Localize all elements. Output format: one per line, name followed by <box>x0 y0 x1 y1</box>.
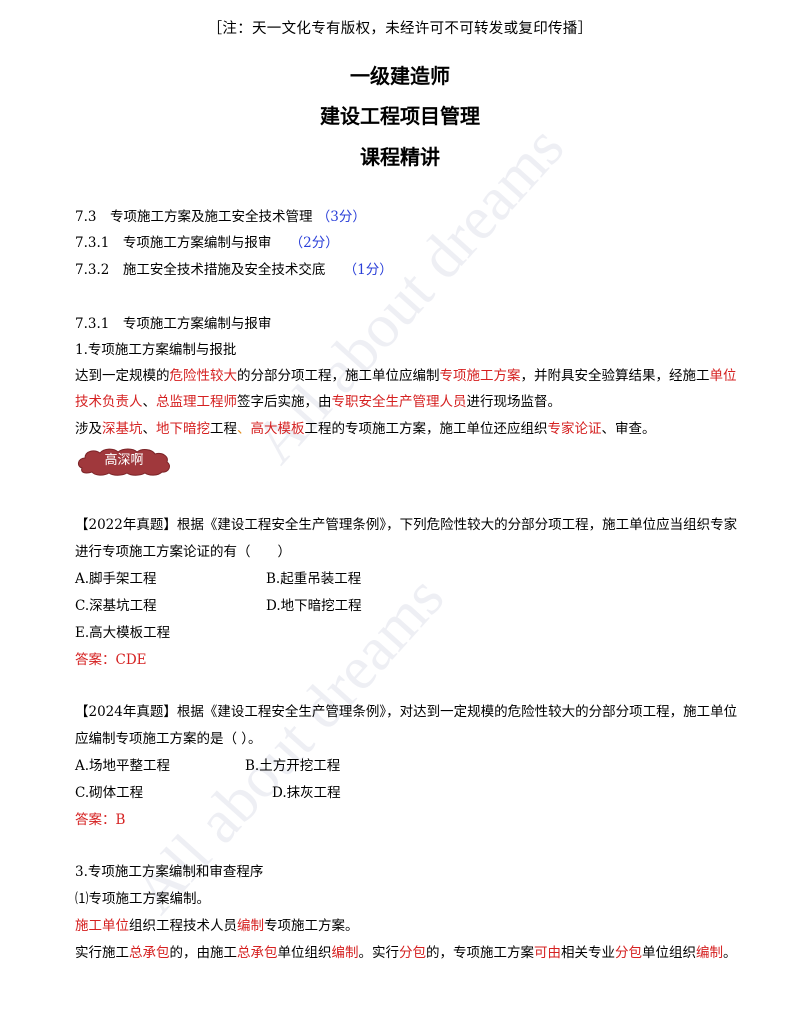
highlight: 专家论证 <box>547 421 602 437</box>
highlight: 施工单位 <box>75 918 129 934</box>
paragraph-1-line-1: 达到一定规模的危险性较大的分部分项工程，施工单位应编制专项施工方案，并附具安全验… <box>75 364 737 384</box>
text: 、审查。 <box>601 421 656 437</box>
question-2-answer: 答案：B <box>75 812 126 828</box>
title-exam: 一级建造师 <box>350 64 450 88</box>
title-subject: 建设工程项目管理 <box>320 104 480 128</box>
text: 实行施工 <box>75 945 129 961</box>
text: 的，专项施工方案 <box>426 945 534 961</box>
toc-score: （1分） <box>343 262 393 278</box>
highlight: 专项施工方案 <box>439 368 521 384</box>
text: 专项施工方案。 <box>264 918 359 934</box>
text: 的分部分项工程，施工单位应编制 <box>237 368 440 384</box>
highlight: 分包 <box>615 945 642 961</box>
list-item-1: ⑴专项施工方案编制。 <box>75 891 210 907</box>
toc-item-7-3-2: 7.3.2 施工安全技术措施及安全技术交底 （1分） <box>75 258 393 278</box>
text: 。实行 <box>358 945 400 961</box>
toc-item-7-3: 7.3 专项施工方案及施工安全技术管理 （3分） <box>75 205 366 225</box>
toc-item-7-3-1: 7.3.1 专项施工方案编制与报审 （2分） <box>75 231 339 251</box>
question-1-option-a: A.脚手架工程 <box>75 571 157 587</box>
highlight: 编制 <box>237 918 264 934</box>
highlight: 地下暗挖 <box>156 421 210 437</box>
text: 、 <box>142 394 157 410</box>
highlight: 总监理工程师 <box>156 394 237 410</box>
badge-label: 高深啊 <box>104 453 144 468</box>
highlight: 总承包 <box>237 945 278 961</box>
paragraph-1-line-2: 技术负责人、总监理工程师签字后实施，由专职安全生产管理人员进行现场监督。 <box>75 390 561 410</box>
cloud-shape-icon <box>77 448 170 476</box>
copyright-notice: ［注：天一文化专有版权，未经许可不可转发或复印传播］ <box>207 21 593 37</box>
sub-heading-3: 3.专项施工方案编制和审查程序 <box>75 864 264 880</box>
text: 的，由施工 <box>169 945 238 961</box>
toc-text: 7.3 专项施工方案及施工安全技术管理 <box>75 209 313 225</box>
sub-heading-1: 1.专项施工方案编制与报批 <box>75 342 237 358</box>
toc-score: （3分） <box>316 209 366 225</box>
text: 组织工程技术人员 <box>129 918 237 934</box>
question-1-line-1: 【2022年真题】根据《建设工程安全生产管理条例》，下列危险性较大的分部分项工程… <box>75 517 738 533</box>
question-1-option-d: D.地下暗挖工程 <box>266 598 362 614</box>
paragraph-3: 施工单位组织工程技术人员编制专项施工方案。 <box>75 914 359 934</box>
highlight: 分包 <box>399 945 426 961</box>
text: 工程 <box>210 421 237 437</box>
text: ，并附具安全验算结果，经施工 <box>520 368 710 384</box>
text: 相关专业 <box>561 945 615 961</box>
text: 签字后实施，由 <box>237 394 332 410</box>
cloud-badge: 高深啊 <box>76 446 172 476</box>
question-2-option-d: D.抹灰工程 <box>272 785 341 801</box>
text: 进行现场监督。 <box>466 394 562 410</box>
highlight: 深基坑 <box>102 421 143 437</box>
text: 涉及 <box>75 421 102 437</box>
highlight: 危险性较大 <box>169 368 238 384</box>
paragraph-4: 实行施工总承包的，由施工总承包单位组织编制。实行分包的，专项施工方案可由相关专业… <box>75 941 737 961</box>
text: 、 <box>237 421 251 437</box>
text: 。 <box>723 945 737 961</box>
highlight: 编制 <box>331 945 359 961</box>
section-heading: 7.3.1 专项施工方案编制与报审 <box>75 316 272 332</box>
highlight: 编制 <box>696 945 723 961</box>
question-1-option-e: E.高大模板工程 <box>75 625 171 641</box>
text: 、 <box>142 421 157 437</box>
toc-text: 7.3.2 施工安全技术措施及安全技术交底 <box>75 262 326 278</box>
toc-score: （2分） <box>289 235 339 251</box>
highlight: 单位 <box>709 368 737 384</box>
question-1-line-2: 进行专项施工方案论证的有（ ） <box>75 544 291 560</box>
highlight: 总承包 <box>129 945 170 961</box>
highlight: 可由 <box>534 945 561 961</box>
text: 单位组织 <box>642 945 696 961</box>
question-2-line-1: 【2024年真题】根据《建设工程安全生产管理条例》，对达到一定规模的危险性较大的… <box>75 704 738 720</box>
question-1-option-c: C.深基坑工程 <box>75 598 157 614</box>
question-1-option-b: B.起重吊装工程 <box>266 571 362 587</box>
highlight: 高大模板 <box>250 421 305 437</box>
text: 达到一定规模的 <box>75 368 170 384</box>
question-2-line-2: 应编制专项施工方案的是（ ）。 <box>75 731 262 747</box>
question-2-option-c: C.砌体工程 <box>75 785 144 801</box>
text: 工程的专项施工方案，施工单位还应组织 <box>304 421 548 437</box>
highlight: 技术负责人 <box>75 394 143 410</box>
paragraph-2: 涉及深基坑、地下暗挖工程、高大模板工程的专项施工方案，施工单位还应组织专家论证、… <box>75 417 656 437</box>
toc-text: 7.3.1 专项施工方案编制与报审 <box>75 235 272 251</box>
highlight: 专职安全生产管理人员 <box>331 394 467 410</box>
question-2-option-b: B.土方开挖工程 <box>245 758 341 774</box>
question-1-answer: 答案：CDE <box>75 652 147 668</box>
question-2-option-a: A.场地平整工程 <box>75 758 171 774</box>
title-course: 课程精讲 <box>360 145 440 169</box>
text: 单位组织 <box>277 945 332 961</box>
